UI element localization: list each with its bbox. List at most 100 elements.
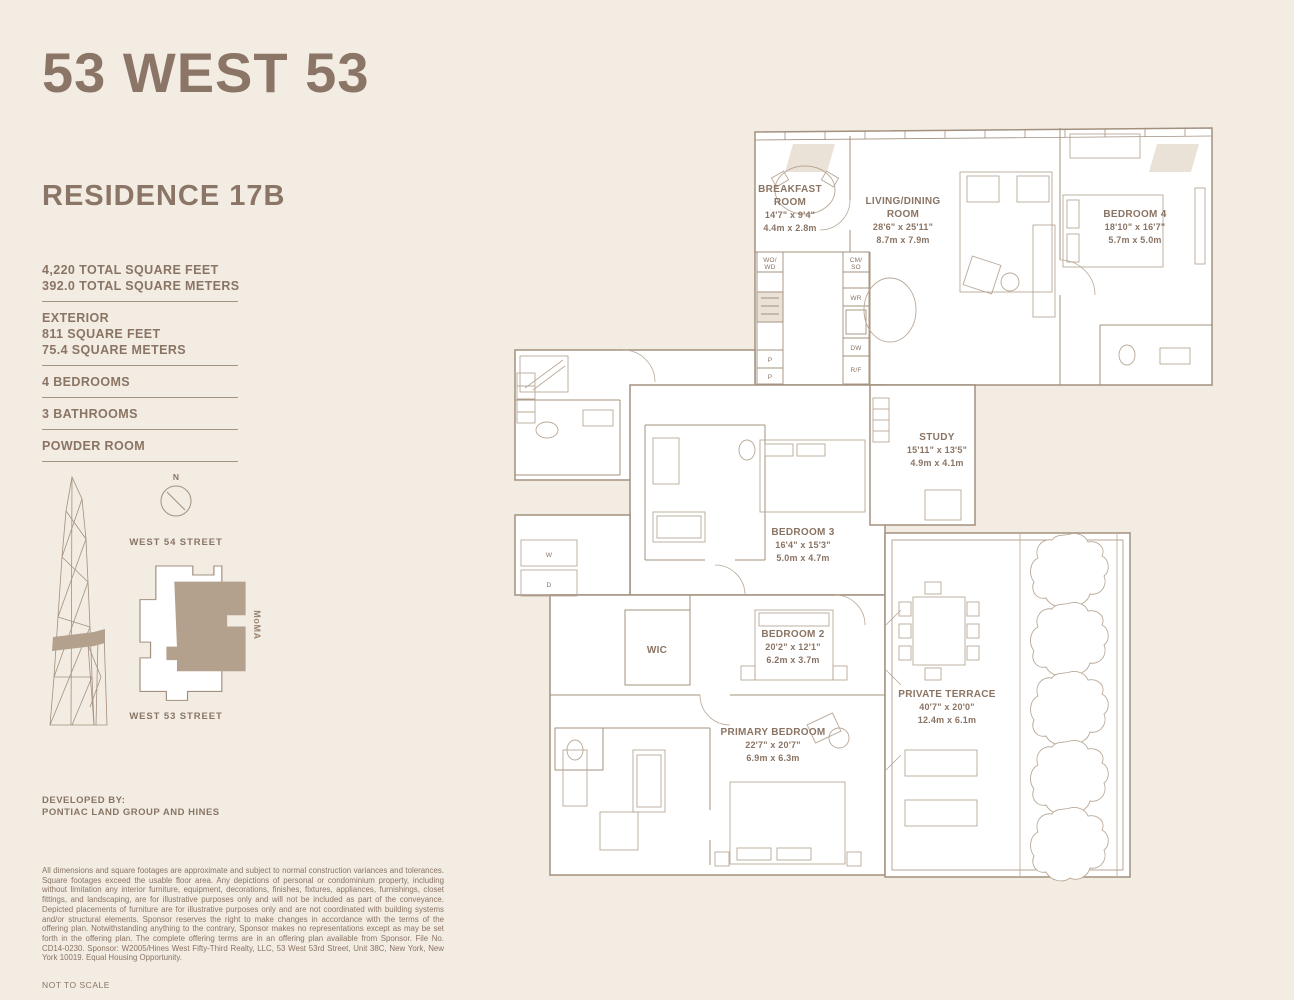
dryer-box (520, 569, 578, 597)
svg-text:WIC: WIC (647, 645, 667, 656)
room-label-terrace: PRIVATE TERRACE 40'7" x 20'0" 12.4m x 6.… (898, 689, 995, 725)
mid-wing-outline (629, 384, 886, 596)
svg-text:ROOM: ROOM (887, 209, 919, 220)
linen-closet (516, 372, 536, 424)
room-label-bedroom3: BEDROOM 3 16'4" x 15'3" 5.0m x 4.7m (771, 527, 834, 563)
key-plan-residence-shade (166, 581, 246, 672)
primary-bed-icon (729, 781, 846, 865)
svg-text:15'11" x 13'5": 15'11" x 13'5" (907, 445, 967, 455)
stat-line: POWDER ROOM (42, 439, 146, 453)
room-label-study: STUDY 15'11" x 13'5" 4.9m x 4.1m (907, 432, 967, 468)
terrace-sofa-icon (904, 799, 978, 827)
range-icon (756, 291, 784, 323)
svg-text:16'4" x 15'3": 16'4" x 15'3" (775, 540, 830, 550)
locator-graphic: N WEST 54 STREET MoMA WEST 53 STREET (49, 472, 262, 726)
door-swings (622, 199, 1096, 771)
svg-text:BEDROOM 2: BEDROOM 2 (761, 629, 824, 640)
terrace-planting (1019, 532, 1118, 882)
bath3-toilet-icon (738, 439, 756, 461)
stat-line: 75.4 SQUARE METERS (42, 343, 187, 357)
svg-text:STUDY: STUDY (919, 432, 954, 443)
developer-line2: PONTIAC LAND GROUP AND HINES (42, 807, 220, 818)
svg-text:4.9m x 4.1m: 4.9m x 4.1m (910, 458, 963, 468)
svg-text:4.4m x 2.8m: 4.4m x 2.8m (763, 223, 816, 233)
bath3-vanity-icon (652, 437, 680, 485)
appliance-label-so: SO (851, 264, 861, 271)
stat-group-total-area: 4,220 TOTAL SQUARE FEET 392.0 TOTAL SQUA… (42, 262, 239, 302)
primary-tub-icon (632, 749, 666, 813)
armchair-icon (1016, 175, 1050, 203)
vanity-icon (1159, 347, 1191, 365)
bed3-icon (759, 439, 866, 513)
developer-credit: DEVELOPED BY: PONTIAC LAND GROUP AND HIN… (42, 795, 220, 819)
desk-icon (1069, 133, 1141, 159)
moma-label: MoMA (252, 610, 262, 639)
floor-plan: WO/ WD P P CM/ SO WR DW R/F W D (514, 127, 1213, 882)
stat-line: EXTERIOR (42, 311, 110, 325)
study-outline (869, 384, 976, 526)
compass-circle-icon (160, 485, 192, 517)
svg-text:PRIVATE TERRACE: PRIVATE TERRACE (898, 689, 995, 700)
svg-text:14'7" x 9'4": 14'7" x 9'4" (765, 210, 815, 220)
appliance-label-w: W (546, 552, 553, 559)
appliance-label-wr: WR (850, 295, 861, 302)
svg-text:12.4m x 6.1m: 12.4m x 6.1m (918, 715, 976, 725)
svg-text:PRIMARY BEDROOM: PRIMARY BEDROOM (720, 727, 825, 738)
svg-text:BREAKFAST: BREAKFAST (758, 184, 822, 195)
residence-title: RESIDENCE 17B (42, 180, 286, 212)
svg-text:20'2" x 12'1": 20'2" x 12'1" (765, 642, 820, 652)
stats-list: 4,220 TOTAL SQUARE FEET 392.0 TOTAL SQUA… (42, 262, 239, 470)
toilet-icon (1118, 344, 1136, 366)
terrace-table-icon (912, 596, 966, 666)
svg-text:22'7" x 20'7": 22'7" x 20'7" (745, 740, 800, 750)
key-plan (139, 565, 246, 701)
room-label-breakfast: BREAKFAST ROOM 14'7" x 9'4" 4.4m x 2.8m (758, 184, 822, 233)
stat-group-bathrooms: 3 BATHROOMS (42, 406, 238, 430)
legal-disclaimer: All dimensions and square footages are a… (42, 866, 444, 963)
kitchen-labels: WO/ WD P P CM/ SO WR DW R/F W D (546, 257, 862, 589)
breakfast-round-table-icon (774, 165, 836, 215)
developer-line1: DEVELOPED BY: (42, 795, 126, 806)
appliance-label-d: D (547, 582, 552, 589)
room-label-living: LIVING/DINING ROOM 28'6" x 25'11" 8.7m x… (865, 196, 940, 245)
bedroom4-rug (1149, 144, 1199, 172)
svg-text:6.9m x 6.3m: 6.9m x 6.3m (746, 753, 799, 763)
utility-wing-outline (514, 514, 631, 596)
room-label-primary: PRIMARY BEDROOM 22'7" x 20'7" 6.9m x 6.3… (720, 727, 825, 763)
stat-group-exterior: EXTERIOR 811 SQUARE FEET 75.4 SQUARE MET… (42, 310, 238, 366)
washer-box (520, 539, 578, 567)
room-label-wic: WIC (647, 645, 667, 656)
scale-note: NOT TO SCALE (42, 980, 110, 990)
stat-line: 4 BEDROOMS (42, 375, 131, 389)
room-label-bedroom4: BEDROOM 4 18'10" x 16'7" 5.7m x 5.0m (1103, 209, 1166, 245)
appliance-label-rf: R/F (850, 367, 861, 374)
stat-line: 811 SQUARE FEET (42, 327, 161, 341)
primary-toilet-icon (566, 739, 584, 761)
room-labels: BREAKFAST ROOM 14'7" x 9'4" 4.4m x 2.8m … (647, 184, 1167, 763)
bedroom4-closet (1194, 187, 1206, 265)
stat-line: 4,220 TOTAL SQUARE FEET (42, 263, 219, 277)
kitchen (756, 251, 870, 385)
bed2-icon (754, 609, 834, 681)
north-label: N (173, 472, 179, 482)
svg-text:28'6" x 25'11": 28'6" x 25'11" (873, 222, 933, 232)
appliance-label-wd: WD (764, 264, 775, 271)
room-footprints (514, 127, 1213, 878)
tower-illustration-icon (49, 475, 108, 726)
entry-closet (519, 355, 569, 393)
appliance-label-dw: DW (850, 345, 862, 352)
primary-vanity-icon (562, 749, 588, 807)
breakfast-rug (785, 144, 835, 172)
street-label-west-54: WEST 54 STREET (129, 537, 222, 548)
appliance-label-cm: CM/ (850, 257, 863, 264)
svg-text:40'7" x 20'0": 40'7" x 20'0" (919, 702, 974, 712)
svg-text:ROOM: ROOM (774, 197, 806, 208)
building-title: 53 WEST 53 (42, 41, 370, 104)
sofa-icon (1032, 224, 1056, 318)
coffee-table-icon (962, 255, 1002, 295)
chaise-icon (806, 712, 842, 744)
stat-line: 3 BATHROOMS (42, 407, 138, 421)
tub-icon (652, 511, 706, 543)
room-label-bedroom2: BEDROOM 2 20'2" x 12'1" 6.2m x 3.7m (761, 629, 824, 665)
powder-vanity-icon (582, 409, 614, 427)
